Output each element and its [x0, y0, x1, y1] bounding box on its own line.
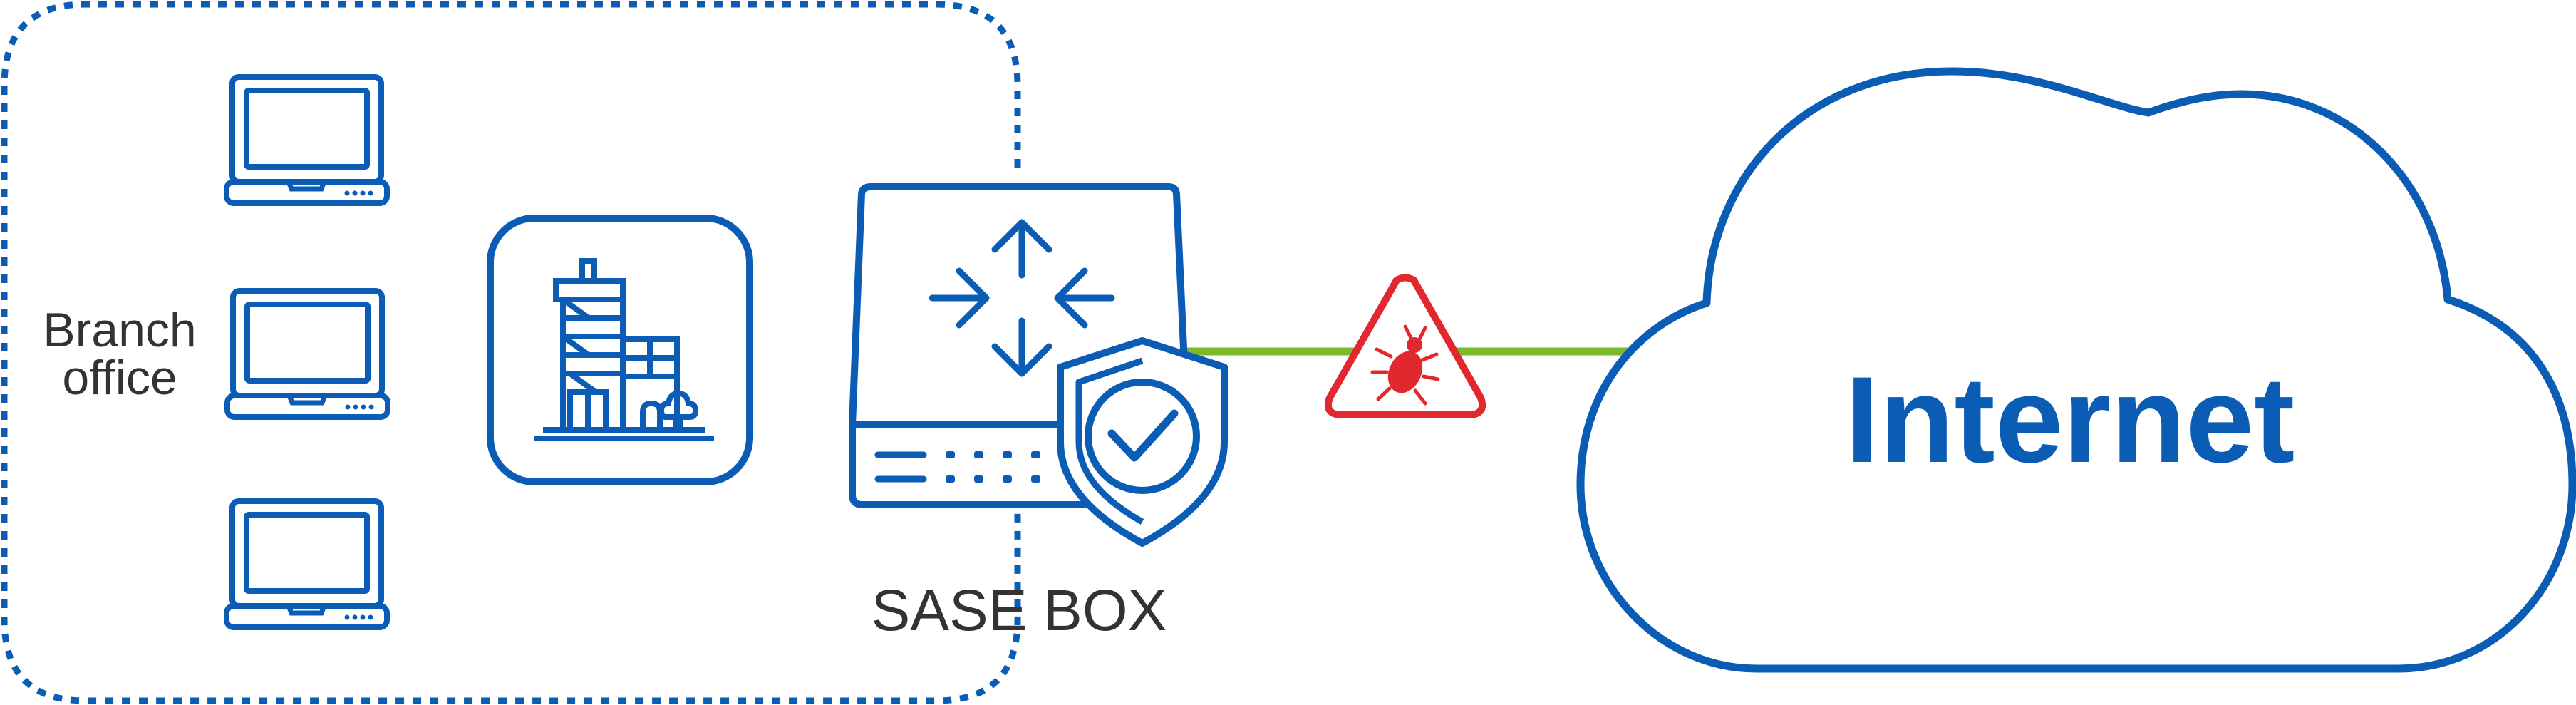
branch-office-boundary: [1, 1, 1021, 704]
laptop-icon: [224, 498, 390, 630]
cloud-icon: [1576, 67, 2576, 673]
branch-office-label: office: [62, 351, 177, 405]
branch-office-label: Branch: [43, 303, 196, 357]
internet-label: Internet: [1846, 351, 2295, 488]
shield-check-icon: [1057, 337, 1228, 547]
laptop-icon: [224, 74, 390, 206]
sase-box-label: SASE BOX: [871, 578, 1167, 643]
building-icon: [487, 215, 753, 485]
bug-warning-icon: [1324, 274, 1486, 418]
laptop-icon: [224, 288, 390, 420]
